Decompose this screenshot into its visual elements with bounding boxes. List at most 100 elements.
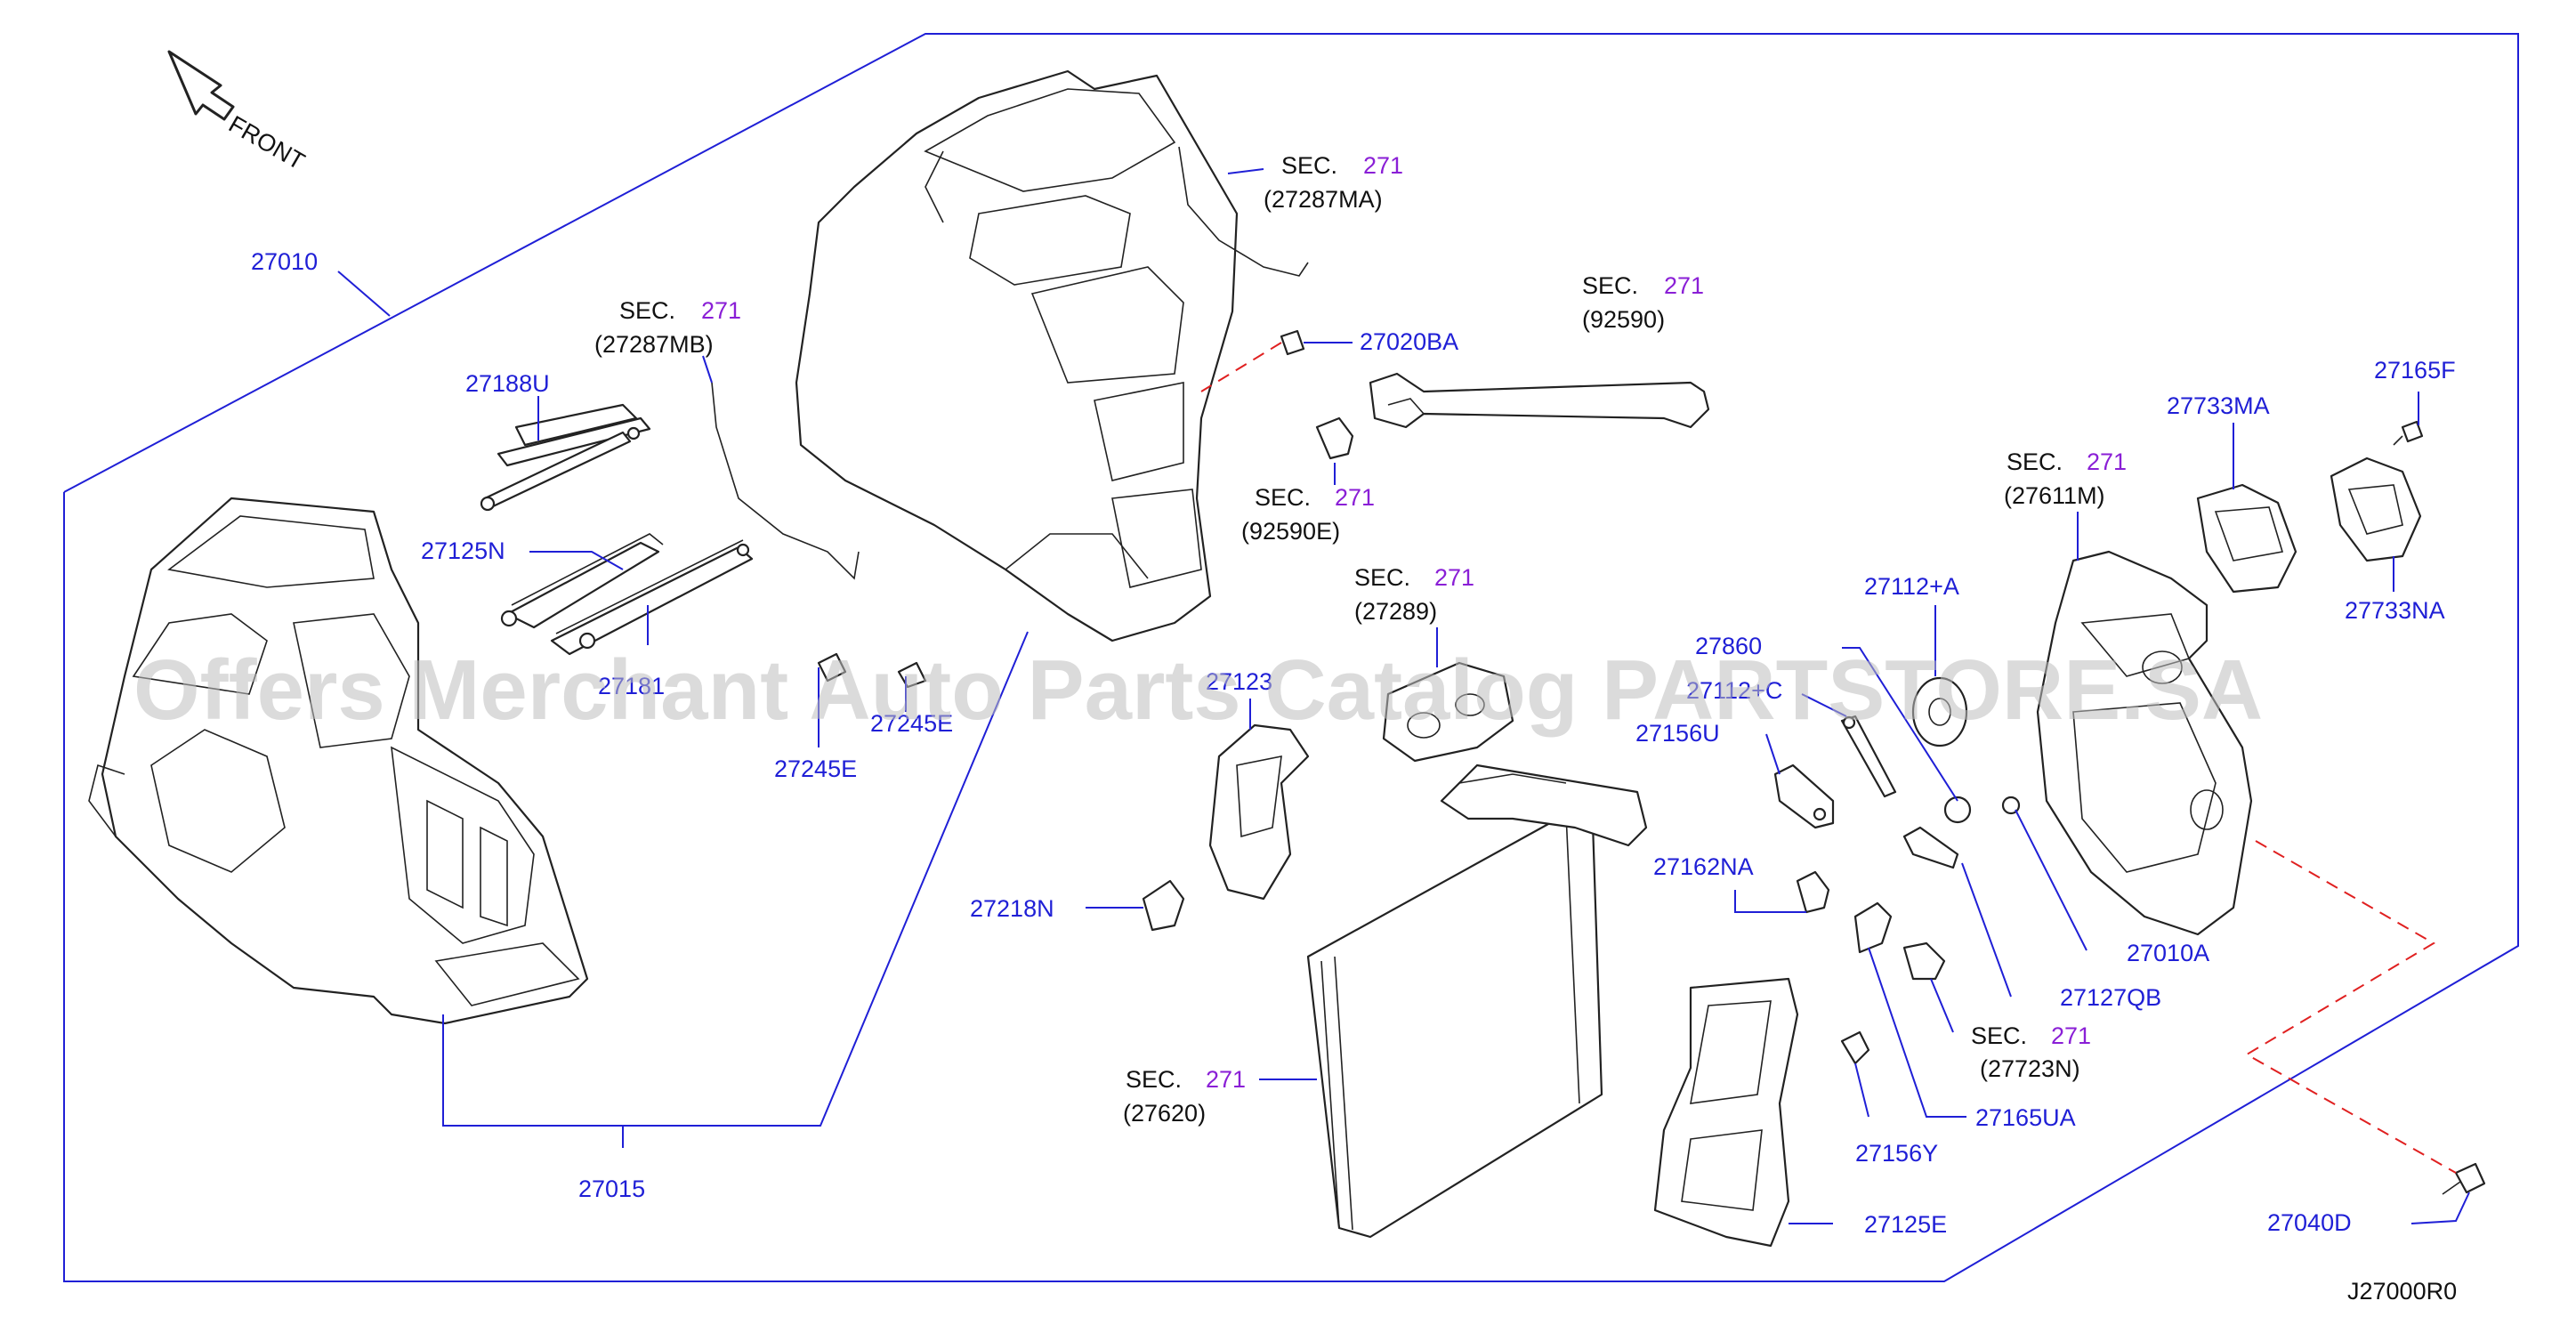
label-27123: 27123	[1206, 668, 1272, 695]
clip-27218n	[1142, 879, 1185, 932]
bolt-27040d	[2442, 1162, 2486, 1195]
sec-word-27723n: SEC.	[1971, 1022, 2027, 1049]
sec-ref-27723n: (27723N)	[1980, 1055, 2080, 1082]
label-27188u: 27188U	[465, 370, 550, 397]
hose-27287mb	[711, 382, 860, 580]
label-27218n: 27218N	[970, 895, 1054, 922]
leader-27287ma	[1227, 168, 1264, 174]
leader-27165ua	[1868, 947, 1966, 1118]
clip-27162na	[1796, 870, 1830, 914]
leader-27015	[442, 631, 1029, 1127]
label-27125n: 27125N	[421, 537, 505, 564]
sec-number-27723n: 271	[2051, 1022, 2091, 1049]
actuator-27733na	[2330, 456, 2422, 562]
label-27165ua: 27165UA	[1975, 1104, 2076, 1131]
sec-word-27287mb: SEC.	[619, 297, 675, 324]
bracket-27123	[1208, 723, 1310, 901]
part-92590e-clamp	[1315, 416, 1354, 460]
sec-word-92590: SEC.	[1582, 272, 1638, 299]
leader-27156y	[1854, 1062, 1869, 1118]
sec-number-27287mb: 271	[701, 297, 741, 324]
sec-number-92590e: 271	[1335, 484, 1375, 511]
label-27245e-b: 27245E	[870, 710, 953, 737]
label-27112c: 27112+C	[1686, 677, 1782, 704]
label-27040d: 27040D	[2267, 1209, 2352, 1236]
sec-ref-27287ma: (27287MA)	[1264, 186, 1383, 213]
part-27181-door	[550, 539, 754, 656]
heater-unit-case-upper	[795, 69, 1239, 642]
sec-word-27611m: SEC.	[2007, 448, 2063, 475]
leader-27287mb	[702, 355, 713, 384]
sec-ref-92590: (92590)	[1582, 306, 1665, 333]
sec-number-27289: 271	[1434, 564, 1474, 591]
evaporator-pipes	[1440, 763, 1648, 847]
label-27165f: 27165F	[2374, 357, 2456, 384]
clip-27156y	[1840, 1030, 1870, 1065]
screw-27165f	[2393, 420, 2424, 446]
part-27020ba-clip	[1280, 329, 1305, 356]
label-27733na: 27733NA	[2345, 597, 2445, 624]
label-27112a: 27112+A	[1864, 573, 1959, 600]
leader-27010a	[2015, 809, 2087, 951]
cam-27112a	[1911, 676, 1968, 747]
leader-27723n	[1930, 978, 1954, 1033]
sec-number-27620: 271	[1206, 1066, 1246, 1093]
sec-word-27287ma: SEC.	[1281, 152, 1337, 179]
leader-27125n	[529, 551, 624, 570]
watermark: Offers Merchant Auto Parts Catalog PARTS…	[133, 642, 2263, 738]
label-27010: 27010	[251, 248, 318, 275]
part-27245e-clip-a	[817, 652, 847, 683]
sensor-27723n	[1902, 941, 1946, 981]
label-27181: 27181	[598, 673, 665, 699]
part-27125n-door	[500, 533, 664, 629]
evaporator-27620	[1306, 812, 1603, 1239]
grommet-27010a	[2001, 796, 2021, 815]
leader-27010	[337, 271, 391, 317]
label-27860: 27860	[1695, 633, 1762, 659]
leader-27127qb	[1961, 862, 2012, 998]
dashed-line-27020ba	[1200, 342, 1282, 392]
leader-27860	[1842, 647, 1958, 802]
leader-27156u	[1765, 733, 1781, 775]
pipe-92590	[1369, 372, 1710, 429]
front-label: FRONT	[224, 110, 310, 174]
sec-ref-27287mb: (27287MB)	[594, 331, 714, 358]
link-27112c	[1840, 715, 1897, 798]
link-27156u	[1773, 763, 1835, 829]
sec-ref-27289: (27289)	[1354, 598, 1437, 625]
duct-27125e	[1653, 977, 1799, 1248]
sec-ref-92590e: (92590E)	[1241, 518, 1340, 545]
sec-number-27611m: 271	[2087, 448, 2127, 475]
leader-27162na	[1734, 890, 1806, 913]
sec-ref-27620: (27620)	[1123, 1100, 1206, 1127]
sec-word-27620: SEC.	[1126, 1066, 1182, 1093]
sec-ref-27611m: (27611M)	[2004, 482, 2105, 509]
label-27127qb: 27127QB	[2060, 984, 2161, 1011]
label-27125e: 27125E	[1864, 1211, 1947, 1238]
heater-unit-case-left	[88, 497, 589, 1025]
grommet-27289	[1382, 661, 1514, 763]
sec-number-27287ma: 271	[1363, 152, 1403, 179]
link-27127qb	[1902, 826, 1959, 869]
clip-27165ua	[1853, 901, 1893, 954]
bushing-27860	[1943, 796, 1972, 824]
side-case-27611m	[2036, 550, 2253, 936]
leader-27040d	[2410, 1192, 2470, 1224]
label-27733ma: 27733MA	[2167, 392, 2270, 419]
label-27156y: 27156Y	[1855, 1140, 1938, 1167]
actuator-27733ma	[2196, 483, 2297, 594]
sec-number-92590: 271	[1664, 272, 1704, 299]
leader-27112c	[1801, 693, 1847, 717]
sec-word-27289: SEC.	[1354, 564, 1410, 591]
hose-27287ma	[1178, 146, 1309, 277]
assembly-frame	[63, 33, 2519, 1282]
label-27010a: 27010A	[2127, 940, 2209, 966]
label-27245e-a: 27245E	[774, 755, 857, 782]
dashed-line-27040d	[2245, 840, 2457, 1174]
sec-word-92590e: SEC.	[1255, 484, 1311, 511]
label-27156u: 27156U	[1635, 720, 1720, 747]
label-27015: 27015	[578, 1176, 645, 1202]
diagram-code: J27000R0	[2347, 1278, 2457, 1305]
